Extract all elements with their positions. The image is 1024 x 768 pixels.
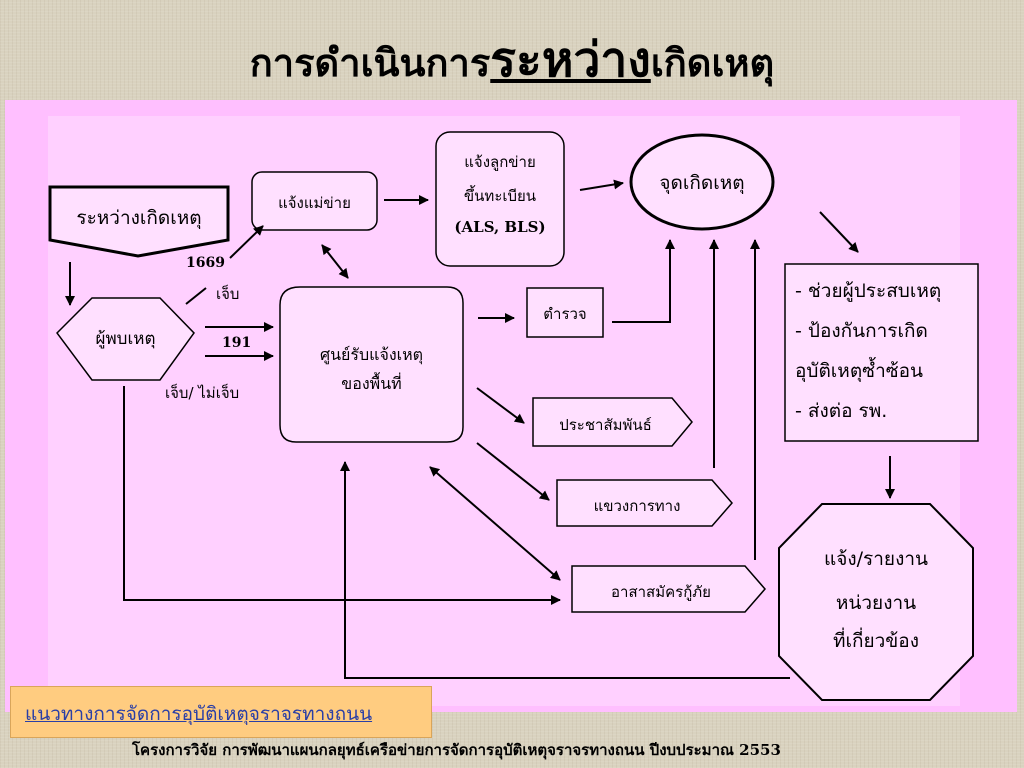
incident-scene-label: จุดเกิดเหตุ xyxy=(659,172,745,194)
arrow-main-network-call-center xyxy=(321,244,349,279)
notify-sub-network-label-line3: (ALS, BLS) xyxy=(454,218,546,236)
actions-label-line4: - ส่งต่อ รพ. xyxy=(795,400,888,422)
rescue-volunteers-pentagon xyxy=(571,565,766,613)
arrow-sub-to-scene xyxy=(579,179,624,191)
police-label: ตำรวจ xyxy=(543,305,587,323)
hotline-1669-label: 1669 xyxy=(186,255,225,271)
arrow-scene-to-actions xyxy=(819,211,859,253)
injured-label: เจ็บ xyxy=(216,285,240,303)
highway-district-label: แขวงการทาง xyxy=(593,497,681,515)
actions-label-line1: - ช่วยผู้ประสบเหตุ xyxy=(795,280,942,302)
guideline-link-box[interactable]: แนวทางการจัดการอุบัติเหตุจราจรทางถนน xyxy=(10,686,432,738)
hotline-191-label: 191 xyxy=(222,335,252,351)
arrow-police-to-scene xyxy=(612,239,675,323)
arrow-witness-1669-line xyxy=(185,287,207,305)
title-part3: เกิดเหตุ xyxy=(650,41,775,85)
guideline-link[interactable]: แนวทางการจัดการอุบัติเหตุจราจรทางถนน xyxy=(25,703,373,725)
report-label-line1: แจ้ง/รายงาน xyxy=(824,548,928,570)
notify-main-network-label: แจ้งแม่ข่าย xyxy=(278,194,351,212)
police-box xyxy=(526,287,604,338)
notify-sub-network-label-line1: แจ้งลูกข่าย xyxy=(464,153,536,171)
call-center-box xyxy=(279,286,464,443)
page-title: การดำเนินการระหว่างเกิดเหตุ xyxy=(0,22,1024,98)
report-label-line3: ที่เกี่ยวข้อง xyxy=(832,630,919,652)
arrow-center-to-highway xyxy=(476,442,550,501)
witness-label: ผู้พบเหตุ xyxy=(95,329,156,349)
footer-text: โครงการวิจัย การพัฒนาแผนกลยุทธ์เครือข่าย… xyxy=(132,741,781,759)
during-incident-label: ระหว่างเกิดเหตุ xyxy=(76,207,202,229)
title-part2: ระหว่าง xyxy=(490,32,651,88)
arrow-center-to-pr xyxy=(476,387,525,424)
public-relations-label: ประชาสัมพันธ์ xyxy=(559,416,652,434)
actions-label-line2: - ป้องกันการเกิด xyxy=(795,320,928,342)
report-octagon xyxy=(778,503,974,701)
arrow-report-to-center xyxy=(340,461,790,679)
report-label-line2: หน่วยงาน xyxy=(835,592,917,614)
injured-or-not-label: เจ็บ/ ไม่เจ็บ xyxy=(165,384,240,402)
notify-sub-network-label-line2: ขึ้นทะเบียน xyxy=(463,187,537,205)
public-relations-pentagon xyxy=(532,397,693,447)
during-incident-box xyxy=(48,185,230,258)
arrow-witness-to-rescue xyxy=(123,386,561,605)
notify-main-network-box xyxy=(251,171,378,231)
notify-sub-network-box xyxy=(435,131,565,267)
rescue-volunteers-label: อาสาสมัครกู้ภัย xyxy=(611,583,711,601)
arrow-center-rescue xyxy=(429,466,561,581)
title-part1: การดำเนินการ xyxy=(249,41,491,85)
actions-box xyxy=(784,263,979,442)
witness-hexagon xyxy=(56,297,195,381)
call-center-label-line1: ศูนย์รับแจ้งเหตุ xyxy=(319,345,424,364)
actions-label-line3: อุบัติเหตุซ้ำซ้อน xyxy=(795,360,924,382)
call-center-label-line2: ของพื้นที่ xyxy=(341,374,402,393)
arrow-mid-to-main-network xyxy=(229,225,264,259)
incident-scene-ellipse xyxy=(629,133,775,231)
